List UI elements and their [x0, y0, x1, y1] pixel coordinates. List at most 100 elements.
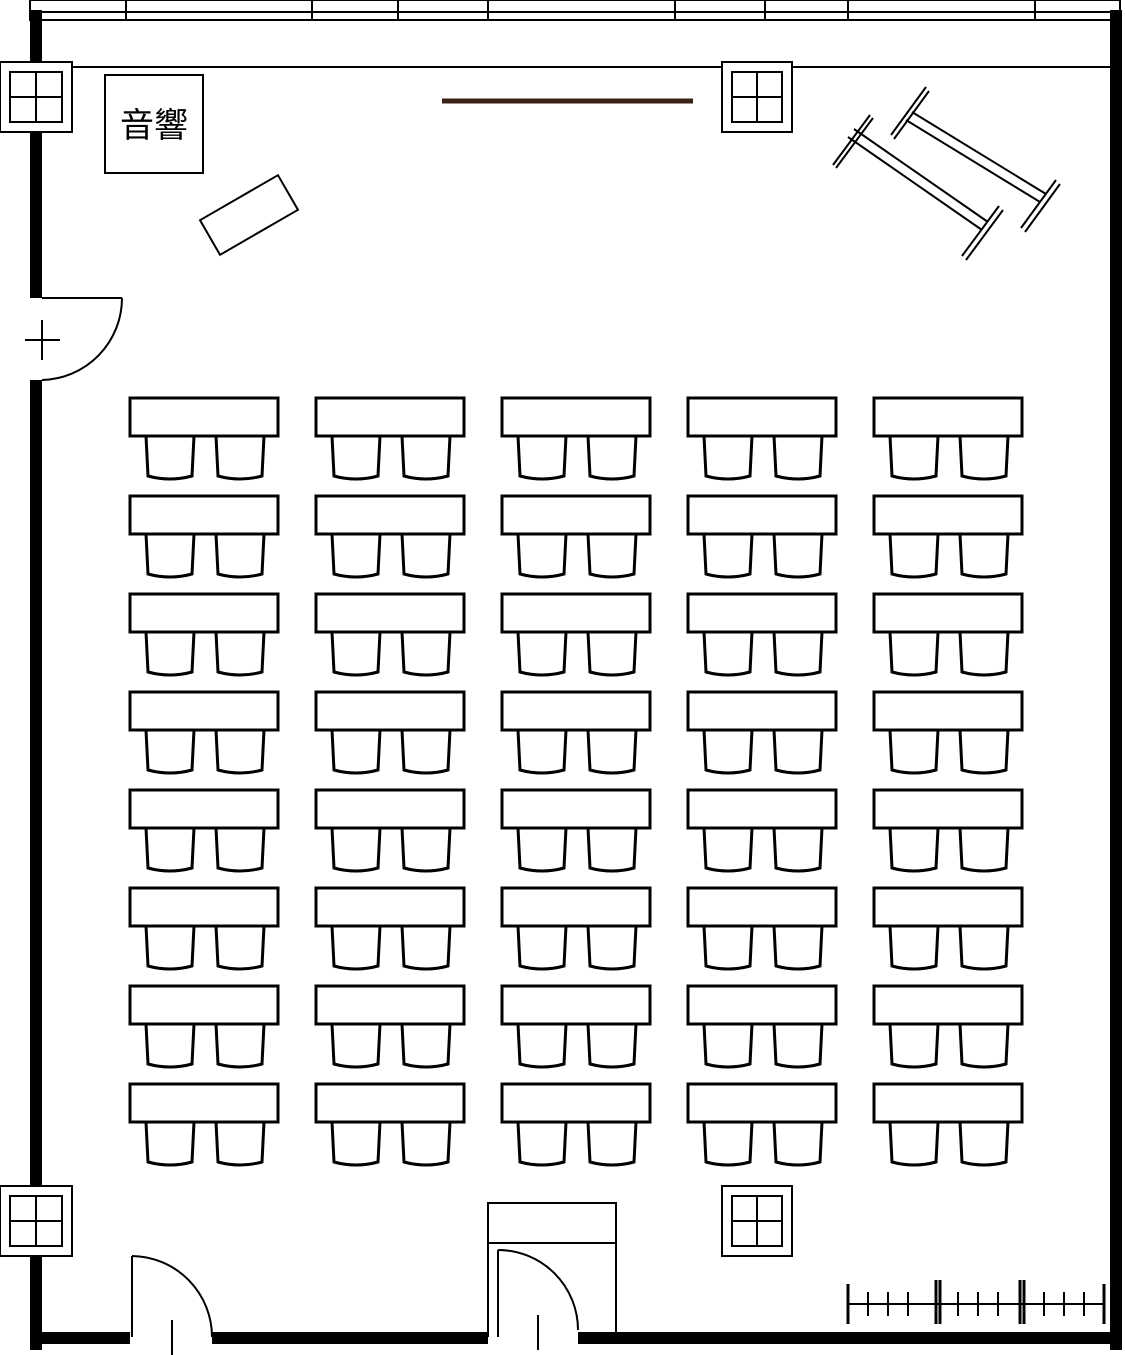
chair: [888, 533, 940, 579]
desk: [686, 592, 838, 634]
desk: [314, 494, 466, 536]
main-entrance: [487, 1202, 617, 1350]
desk: [128, 1082, 280, 1124]
chair: [702, 533, 754, 579]
desk: [872, 494, 1024, 536]
chair: [214, 1023, 266, 1069]
chair: [772, 827, 824, 873]
desk-set: [128, 592, 280, 677]
desk: [314, 984, 466, 1026]
chair: [330, 827, 382, 873]
chair: [214, 1121, 266, 1167]
desk-set: [314, 690, 466, 775]
desk-set: [314, 984, 466, 1069]
desk: [872, 1082, 1024, 1124]
desk-set: [872, 788, 1024, 873]
chair: [702, 435, 754, 481]
chair: [772, 925, 824, 971]
side-door: [25, 297, 123, 381]
desk: [314, 396, 466, 438]
chair: [516, 729, 568, 775]
desk: [872, 690, 1024, 732]
chair: [888, 1023, 940, 1069]
chair: [330, 1023, 382, 1069]
chair: [772, 533, 824, 579]
right-wall: [1110, 10, 1122, 1350]
chair: [400, 631, 452, 677]
chair: [516, 1023, 568, 1069]
chair: [400, 925, 452, 971]
desk-set: [500, 984, 652, 1069]
chair: [702, 1121, 754, 1167]
desk: [500, 690, 652, 732]
chair: [400, 729, 452, 775]
desk: [500, 1082, 652, 1124]
desk-set: [128, 494, 280, 579]
desk-set: [500, 396, 652, 481]
chair: [214, 533, 266, 579]
whiteboard-stand-right: [890, 86, 1061, 233]
desk: [872, 788, 1024, 830]
desk-set: [314, 788, 466, 873]
desk-set: [500, 690, 652, 775]
chair: [772, 1023, 824, 1069]
pillar-bottom-center: [721, 1185, 793, 1257]
chair: [888, 925, 940, 971]
desk-set: [500, 592, 652, 677]
chair: [144, 729, 196, 775]
seating-area: [128, 396, 1024, 1167]
desk: [500, 592, 652, 634]
desk-set: [872, 494, 1024, 579]
chair: [958, 631, 1010, 677]
chair: [214, 435, 266, 481]
desk-set: [686, 690, 838, 775]
desk-set: [314, 1082, 466, 1167]
audio-equipment-label: 音響: [120, 106, 188, 146]
desk: [500, 886, 652, 928]
chair: [586, 827, 638, 873]
chair: [702, 925, 754, 971]
chair: [330, 729, 382, 775]
chair: [958, 1023, 1010, 1069]
desk-set: [128, 396, 280, 481]
desk-set: [686, 1082, 838, 1167]
desk: [128, 494, 280, 536]
left-wall: [30, 10, 42, 1350]
chair: [772, 1121, 824, 1167]
rear-door: [131, 1255, 213, 1355]
chair: [772, 631, 824, 677]
chair: [400, 827, 452, 873]
desk-set: [128, 1082, 280, 1167]
desk-set: [128, 984, 280, 1069]
chair: [330, 925, 382, 971]
desk-set: [500, 886, 652, 971]
desk-set: [686, 396, 838, 481]
chair: [888, 729, 940, 775]
chair: [400, 435, 452, 481]
chair: [144, 533, 196, 579]
chair: [888, 435, 940, 481]
desk: [128, 396, 280, 438]
desk-set: [872, 984, 1024, 1069]
chair: [516, 533, 568, 579]
desk: [314, 690, 466, 732]
pillar-bottom-left: [0, 1185, 73, 1257]
desk: [128, 886, 280, 928]
desk: [128, 984, 280, 1026]
chair: [888, 827, 940, 873]
chair: [958, 533, 1010, 579]
pillar-top-left: [0, 61, 73, 133]
desk-set: [872, 592, 1024, 677]
chair: [330, 1121, 382, 1167]
desk: [500, 494, 652, 536]
chair: [330, 631, 382, 677]
chair: [586, 729, 638, 775]
desk: [686, 494, 838, 536]
desk-set: [872, 396, 1024, 481]
chair: [516, 827, 568, 873]
chair: [586, 925, 638, 971]
chair: [214, 729, 266, 775]
chair: [400, 1121, 452, 1167]
chair: [400, 533, 452, 579]
